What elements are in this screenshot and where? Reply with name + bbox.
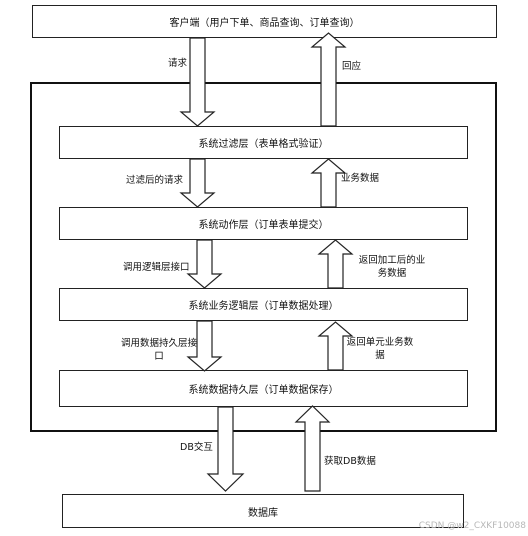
label-call-persistence: 调用数据持久层接口 — [120, 338, 197, 362]
arrow-down-db-interaction — [206, 406, 245, 492]
label-request: 请求 — [168, 58, 188, 69]
client-box: 客户端（用户下单、商品查询、订单查询） — [32, 5, 497, 38]
label-unit-data: 返回单元业务数据 — [346, 337, 414, 361]
arrow-up-unit-data — [317, 321, 354, 371]
watermark: CSDN @w2_CXKF10088 — [418, 521, 526, 531]
label-business-data: 业务数据 — [341, 173, 380, 184]
arrow-down-filtered-request — [179, 158, 216, 208]
arrow-up-processed-data — [317, 239, 354, 289]
label-db-interaction: DB交互 — [180, 442, 213, 453]
database-box: 数据库 — [62, 494, 464, 528]
label-get-db-data: 获取DB数据 — [324, 456, 376, 467]
label-response: 回应 — [342, 61, 362, 72]
label-processed-data: 返回加工后的业务数据 — [358, 255, 426, 279]
arrow-down-call-logic — [186, 239, 223, 289]
persistence-layer-box: 系统数据持久层（订单数据保存） — [59, 370, 468, 407]
arrow-up-response — [310, 32, 347, 127]
label-filtered-request: 过滤后的请求 — [126, 175, 184, 186]
filter-layer-box: 系统过滤层（表单格式验证） — [59, 126, 468, 159]
arrow-up-business-data — [310, 158, 347, 208]
action-layer-box: 系统动作层（订单表单提交） — [59, 207, 468, 240]
label-call-logic: 调用逻辑层接口 — [123, 262, 190, 273]
system-boundary-frame — [30, 82, 497, 432]
business-logic-layer-box: 系统业务逻辑层（订单数据处理） — [59, 288, 468, 321]
arrow-down-request — [179, 37, 216, 127]
arrow-down-call-persistence — [186, 320, 223, 372]
arrow-up-get-db-data — [294, 405, 331, 492]
